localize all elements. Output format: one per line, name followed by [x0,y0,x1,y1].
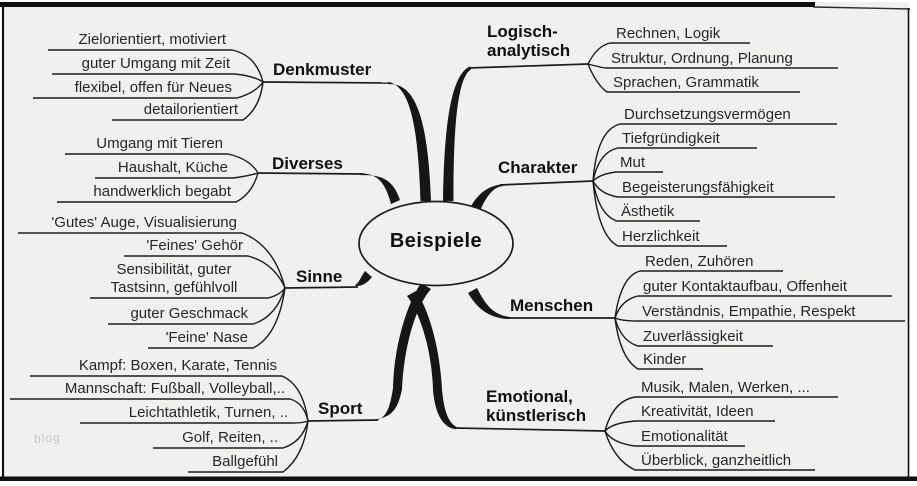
mindmap-leaf: Kampf: Boxen, Karate, Tennis [78,357,277,374]
branch-label-menschen: Menschen [510,296,594,315]
branch-label-logisch-analytisch: Logisch- analytisch [487,22,571,60]
mindmap-leaf: flexibel, offen für Neues [74,79,232,96]
mindmap-leaf: Ästhetik [621,203,675,220]
mindmap-leaf: Durchsetzungsvermögen [624,106,791,123]
mindmap-leaf: Emotionalität [641,428,728,445]
branch-label-diverses: Diverses [272,154,343,173]
mindmap-leaf: Struktur, Ordnung, Planung [611,50,793,67]
mindmap-leaf: Zuverlässigkeit [643,328,744,345]
mindmap-leaf: Verständnis, Empathie, Respekt [642,303,856,320]
mindmap-leaf: guter Geschmack [130,305,248,322]
mindmap-leaf: guter Kontaktaufbau, Offenheit [643,278,848,295]
mindmap-leaf: Ballgefühl [212,453,278,470]
mindmap-leaf: Mut [620,154,646,171]
mindmap-leaf: Golf, Reiten, .. [182,429,278,446]
mindmap-leaf: 'Gutes' Auge, Visualisierung [51,214,237,231]
branch-label-denkmuster: Denkmuster [273,60,372,79]
mindmap-leaf: Musik, Malen, Werken, ... [641,379,810,396]
branch-label-sinne: Sinne [296,267,343,286]
mindmap-center-node: Beispiele [389,230,483,252]
mindmap-leaf: Überblick, ganzheitlich [641,452,792,469]
mindmap-leaf: 'Feines' Gehör [146,237,243,254]
branch-label-charakter: Charakter [498,158,578,177]
mindmap-leaf: Herzlichkeit [622,228,700,245]
branch-label-emotional: Emotional, künstlerisch [486,387,587,425]
mindmap-leaf: Mannschaft: Fußball, Volleyball,.. [64,380,285,397]
mindmap-leaf: Leichtathletik, Turnen, .. [128,404,288,421]
mindmap-leaf: detailorientiert [143,101,238,118]
mindmap-leaf: Tiefgründigkeit [622,130,720,147]
mindmap-leaf: Begeisterungsfähigkeit [622,179,774,196]
mindmap-leaf: handwerklich begabt [93,183,231,200]
mindmap-leaf: Reden, Zuhören [645,253,754,270]
watermark: blog [33,430,62,446]
mindmap-leaf: Kreativität, Ideen [641,403,754,420]
mindmap-leaf: Kinder [643,351,687,368]
mindmap-leaf: Rechnen, Logik [616,25,721,42]
mindmap-leaf: Sprachen, Grammatik [613,74,759,91]
mindmap-leaf: Haushalt, Küche [117,159,228,176]
mindmap-leaf: 'Feine' Nase [165,329,248,346]
center-ellipse [358,200,514,287]
mindmap-leaf: Umgang mit Tieren [96,135,223,152]
branch-label-sport: Sport [318,399,363,418]
mindmap-leaf: Zielorientiert, motiviert [78,31,226,48]
mindmap-leaf: Sensibilität, guter Tastsinn, gefühlvoll [110,261,238,296]
mindmap-leaf: guter Umgang mit Zeit [81,55,230,72]
